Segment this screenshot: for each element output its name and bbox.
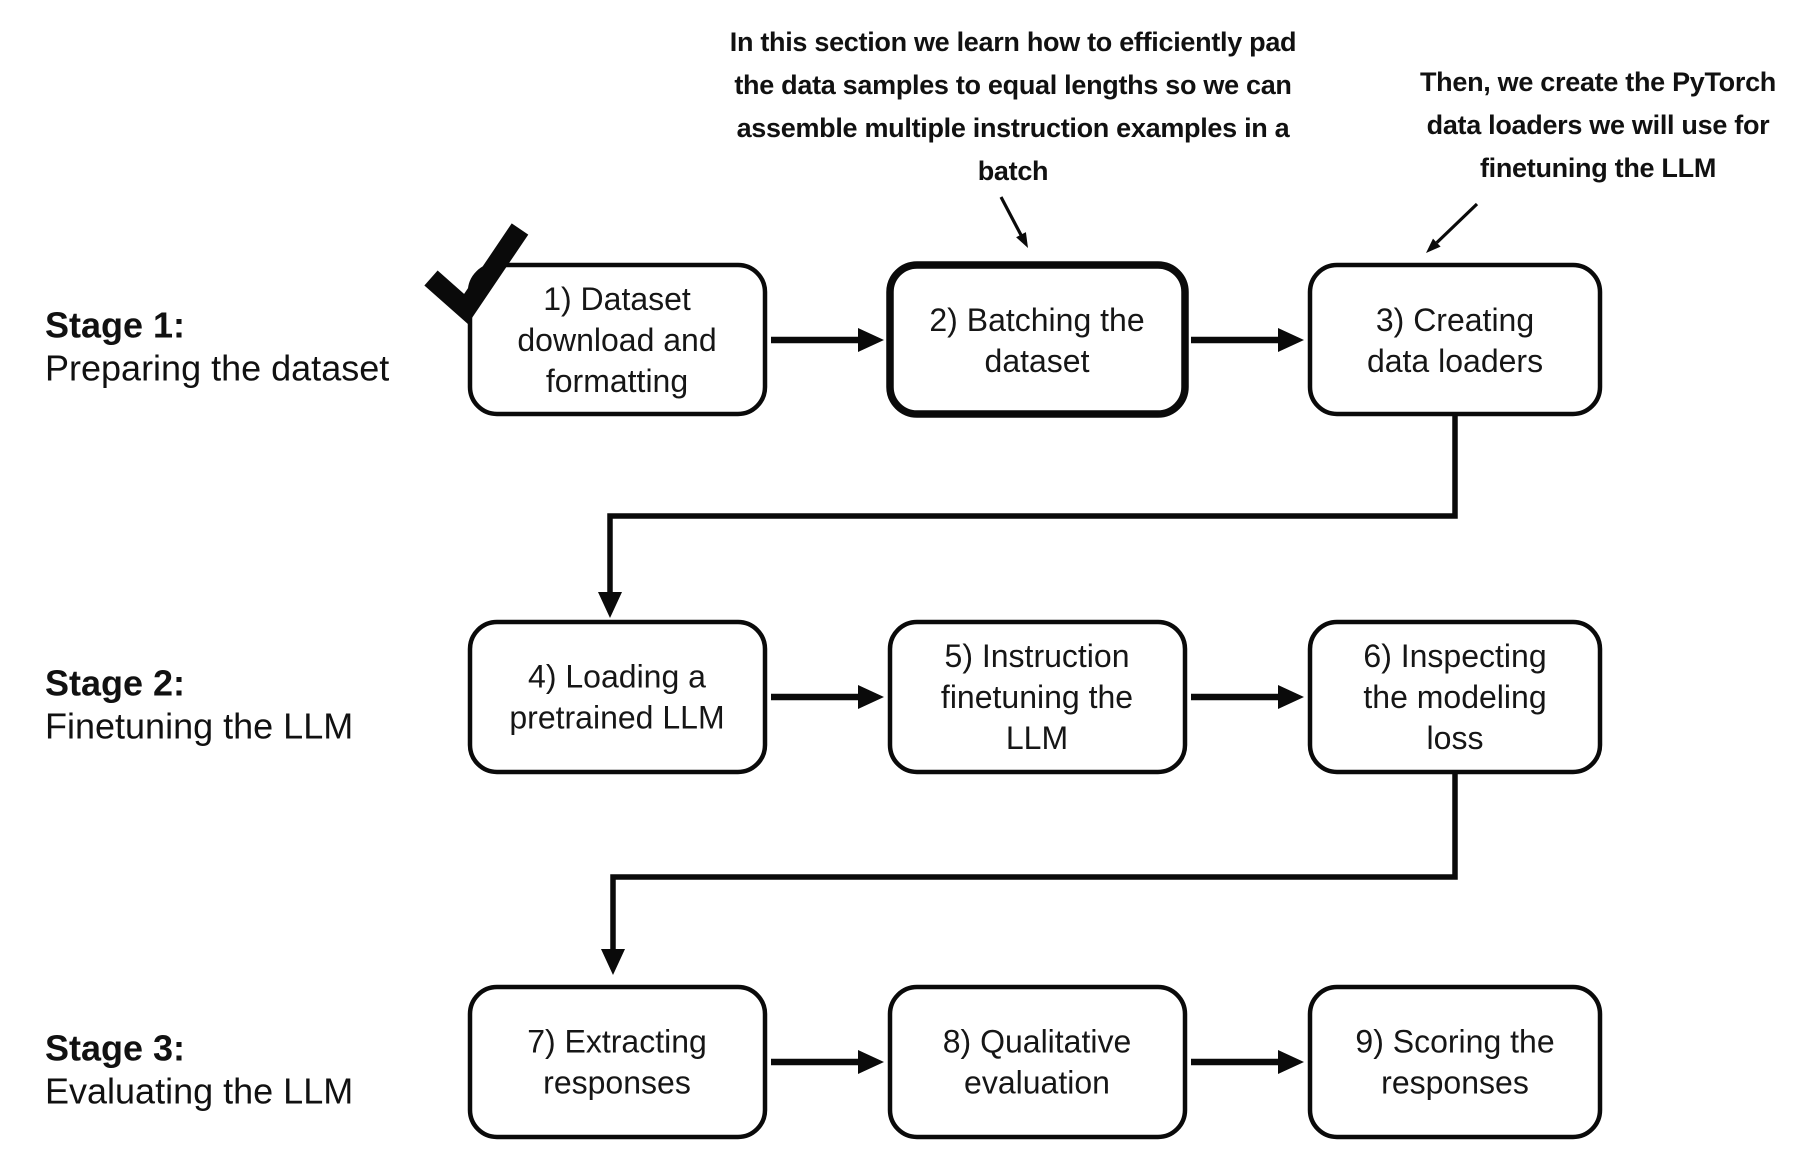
connector-6-7 <box>610 772 1458 949</box>
stage-1-title: Stage 1: <box>45 305 185 346</box>
node-6-inspecting-loss: 6) Inspecting the modeling loss <box>1307 619 1603 775</box>
annotation-line: finetuning the LLM <box>1480 153 1716 183</box>
arrow-2-3-head <box>1278 328 1304 352</box>
annotation-line: In this section we learn how to efficien… <box>730 27 1297 57</box>
stage-1-subtitle: Preparing the dataset <box>45 348 389 389</box>
dataloader-note-arrow <box>1435 202 1479 244</box>
stage-2-title: Stage 2: <box>45 663 185 704</box>
node-9-line: 9) Scoring the <box>1355 1024 1554 1060</box>
connector-3-4 <box>607 414 1458 592</box>
node-4-line: pretrained LLM <box>509 700 724 736</box>
node-5-line: 5) Instruction <box>945 638 1130 674</box>
node-1-line: 1) Dataset <box>543 281 691 317</box>
node-2-line: dataset <box>985 343 1090 379</box>
annotation-line: batch <box>978 156 1049 186</box>
node-9-box <box>1307 984 1603 1140</box>
node-6-line: 6) Inspecting <box>1363 638 1546 674</box>
arrow-8-9-head <box>1278 1050 1304 1074</box>
node-2-batching-dataset: 2) Batching the dataset <box>886 261 1189 418</box>
stage-3-title: Stage 3: <box>45 1028 185 1069</box>
arrow-4-5-head <box>858 685 884 709</box>
checkmark-icon <box>424 223 529 325</box>
node-3-box <box>1307 262 1603 417</box>
connector-3-4-head <box>598 592 622 618</box>
annotation-line: Then, we create the PyTorch <box>1420 67 1776 97</box>
node-5-line: finetuning the <box>941 679 1133 715</box>
node-5-line: LLM <box>1006 720 1068 756</box>
node-7-box <box>467 984 768 1140</box>
node-7-line: responses <box>543 1065 691 1101</box>
batching-note-arrowhead <box>1016 232 1028 248</box>
node-8-line: 8) Qualitative <box>943 1024 1132 1060</box>
stage-2-label: Stage 2: Finetuning the LLM <box>45 663 353 747</box>
connector-6-7-head <box>601 949 625 975</box>
node-1-box <box>467 262 768 417</box>
annotation-batching-note: In this section we learn how to efficien… <box>730 27 1297 186</box>
node-5-instruction-finetuning: 5) Instruction finetuning the LLM <box>887 619 1188 775</box>
node-9-scoring-responses: 9) Scoring the responses <box>1307 984 1603 1140</box>
annotation-line: assemble multiple instruction examples i… <box>737 113 1291 143</box>
stage-3-label: Stage 3: Evaluating the LLM <box>45 1028 353 1112</box>
node-8-box <box>887 984 1188 1140</box>
node-3-line: 3) Creating <box>1376 302 1534 338</box>
node-2-box <box>886 261 1189 418</box>
node-4-loading-pretrained-llm: 4) Loading a pretrained LLM <box>467 619 768 775</box>
node-9-line: responses <box>1381 1065 1529 1101</box>
node-7-line: 7) Extracting <box>527 1024 707 1060</box>
dataloader-note-arrowhead <box>1426 238 1441 253</box>
node-1-dataset-download: 1) Dataset download and formatting <box>467 262 768 417</box>
arrow-5-6-head <box>1278 685 1304 709</box>
node-7-extracting-responses: 7) Extracting responses <box>467 984 768 1140</box>
node-8-line: evaluation <box>964 1065 1110 1101</box>
node-4-line: 4) Loading a <box>528 659 706 695</box>
node-2-line: 2) Batching the <box>929 302 1144 338</box>
node-6-line: the modeling <box>1363 679 1546 715</box>
node-3-creating-data-loaders: 3) Creating data loaders <box>1307 262 1603 417</box>
stage-1-label: Stage 1: Preparing the dataset <box>45 305 389 389</box>
node-1-line: download and <box>517 322 716 358</box>
batching-note-arrow <box>999 196 1023 236</box>
node-5-box <box>887 619 1188 775</box>
node-8-qualitative-evaluation: 8) Qualitative evaluation <box>887 984 1188 1140</box>
node-6-line: loss <box>1427 720 1484 756</box>
stage-3-subtitle: Evaluating the LLM <box>45 1071 353 1112</box>
stage-2-subtitle: Finetuning the LLM <box>45 706 353 747</box>
node-3-line: data loaders <box>1367 343 1543 379</box>
annotation-line: the data samples to equal lengths so we … <box>734 70 1291 100</box>
node-1-line: formatting <box>546 363 688 399</box>
annotation-dataloader-note: Then, we create the PyTorch data loaders… <box>1420 67 1776 183</box>
arrow-1-2-head <box>858 328 884 352</box>
arrow-7-8-head <box>858 1050 884 1074</box>
node-4-box <box>467 619 768 775</box>
annotation-line: data loaders we will use for <box>1427 110 1770 140</box>
